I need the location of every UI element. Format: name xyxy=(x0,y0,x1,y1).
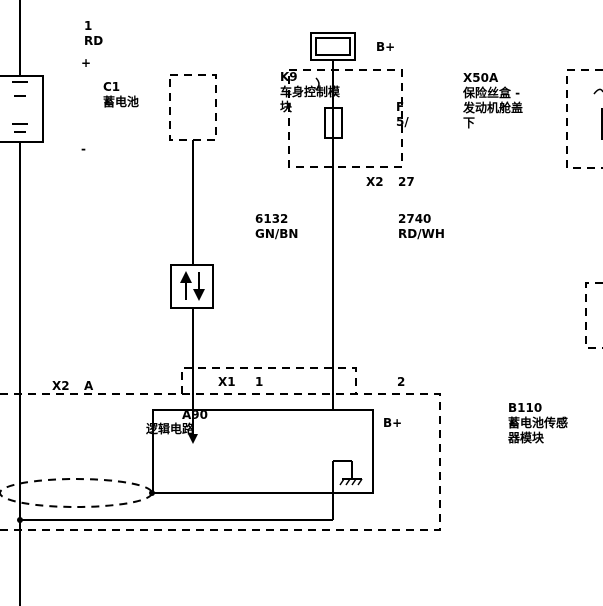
battery-plus-sign: + xyxy=(81,56,91,70)
bcm-connector-ref: X2 xyxy=(366,175,384,189)
battery-minus-sign: - xyxy=(81,142,86,156)
sensor-module-name-line2: 器模块 xyxy=(507,430,545,445)
bcm-connector-pin: 27 xyxy=(398,175,415,189)
sensor-module-outline xyxy=(0,393,441,531)
bcm-fuse-link-icon xyxy=(315,77,320,91)
fuse-box-name-line3: 下 xyxy=(463,116,475,130)
bcm-ref-label: K9 xyxy=(280,70,298,84)
sensor-module-ref: B110 xyxy=(508,401,542,415)
sensor-supply-label: B+ xyxy=(383,416,402,430)
logic-ref-label: A90 xyxy=(182,408,208,422)
battery-wire-color-label: RD xyxy=(84,34,103,48)
splice-dot xyxy=(17,517,23,523)
wire-left-color: GN/BN xyxy=(255,227,298,241)
sensing-loop-junction xyxy=(149,490,155,496)
battery-name-label: 蓄电池 xyxy=(103,94,139,109)
c1-connector-box xyxy=(169,74,217,141)
fuse-box-ref: X50A xyxy=(463,71,499,85)
x1-connector-ref: X1 xyxy=(218,375,236,389)
bcm-name-line1: 车身控制模 xyxy=(280,84,341,99)
logic-circuit-box xyxy=(152,409,374,494)
fuse-box-name-line1: 保险丝盒 - xyxy=(462,85,520,100)
fuse-ref-label: F xyxy=(396,100,404,114)
x1-connector-pin: 1 xyxy=(255,375,263,389)
battery-symbol xyxy=(0,75,44,143)
fuse-box-name-line2: 发动机舱盖 xyxy=(462,100,523,115)
bcm-module-outline xyxy=(288,69,403,168)
bcm-supply-label: B+ xyxy=(376,40,395,54)
wire-right-circuit: 2740 xyxy=(398,212,431,226)
x2-connector-ref: X2 xyxy=(52,379,70,393)
battery-pin-label: 1 xyxy=(84,19,92,33)
sensor-module-name-line1: 蓄电池传感 xyxy=(508,415,568,430)
ground-icon xyxy=(333,460,363,486)
logic-input-arrow-icon xyxy=(188,434,198,444)
x2-connector-pin: A xyxy=(84,379,94,393)
wire-left-circuit: 6132 xyxy=(255,212,288,226)
fuse-rating-label: 5/ xyxy=(396,115,409,129)
fuse-box-partial-link-icon xyxy=(593,88,603,95)
fuse-box-partial-outline xyxy=(566,69,603,169)
current-sensing-loop xyxy=(0,478,153,508)
battery-ref-label: C1 xyxy=(103,80,120,94)
bidirectional-arrow-icon xyxy=(170,264,214,309)
logic-name-label: 逻辑电路 xyxy=(146,421,195,436)
x1-connector-outline xyxy=(181,367,357,394)
right-partial-component-outline xyxy=(585,282,603,349)
bcm-name-line2: 块 xyxy=(280,99,293,114)
wire-right-color: RD/WH xyxy=(398,227,445,241)
connector-pin-2: 2 xyxy=(397,375,405,389)
